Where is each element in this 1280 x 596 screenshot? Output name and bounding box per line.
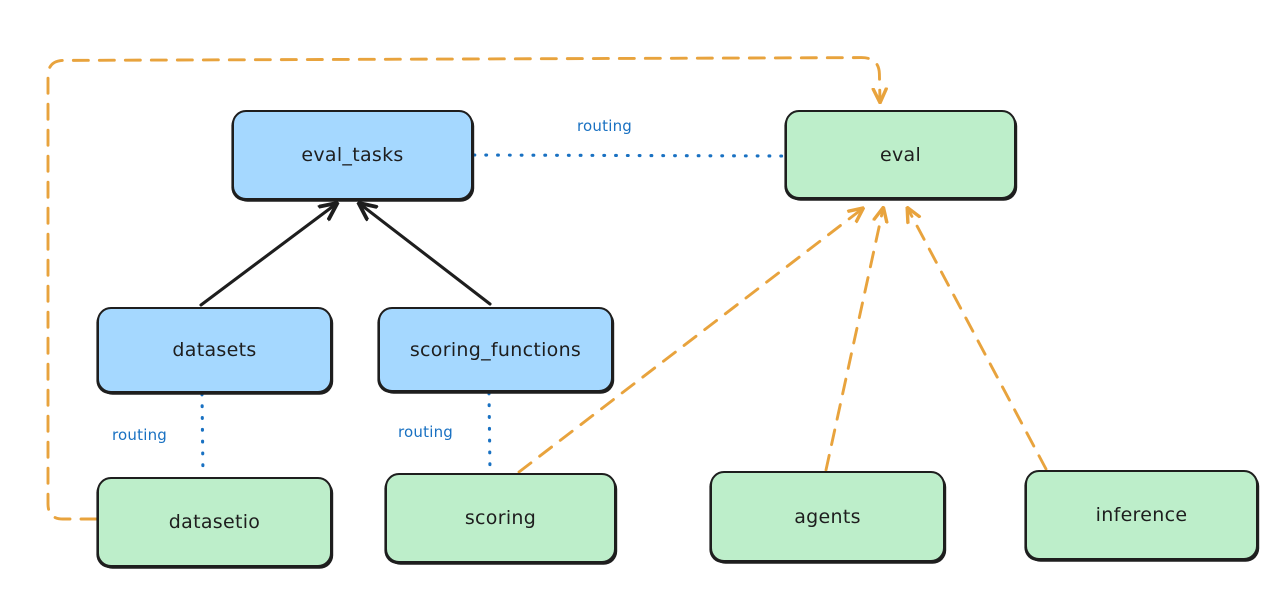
node-eval-tasks[interactable]: eval_tasks — [232, 110, 473, 200]
edge-label-routing-eval: routing — [577, 117, 632, 135]
node-datasets[interactable]: datasets — [97, 307, 332, 393]
node-scoring-functions-label: scoring_functions — [409, 338, 582, 361]
node-inference-label: inference — [1095, 504, 1188, 526]
edge-scoring-functions-to-eval-tasks — [360, 204, 492, 306]
node-eval-label: eval — [879, 143, 922, 166]
edge-datasetio-to-eval — [46, 56, 880, 521]
node-agents-label: agents — [794, 505, 861, 528]
node-eval-tasks-label: eval_tasks — [301, 144, 404, 166]
node-agents[interactable]: agents — [710, 471, 945, 562]
node-datasetio[interactable]: datasetio — [97, 477, 332, 567]
edge-eval-tasks-to-eval — [472, 153, 785, 158]
node-inference[interactable]: inference — [1025, 470, 1258, 560]
edge-scoring-functions-to-scoring — [487, 391, 492, 474]
edge-scoring-to-eval — [517, 209, 862, 474]
node-datasetio-label: datasetio — [168, 511, 261, 533]
edge-label-routing-scoring: routing — [398, 423, 453, 441]
node-scoring-functions[interactable]: scoring_functions — [378, 307, 613, 392]
node-scoring[interactable]: scoring — [385, 473, 616, 563]
node-scoring-label: scoring — [464, 507, 537, 529]
edge-datasets-to-datasetio — [200, 392, 205, 478]
node-datasets-label: datasets — [172, 339, 257, 361]
node-eval[interactable]: eval — [785, 110, 1016, 199]
edge-inference-to-eval — [908, 209, 1048, 471]
edge-datasets-to-eval-tasks — [199, 204, 336, 307]
edge-label-routing-datasetio: routing — [112, 426, 167, 444]
edge-agents-to-eval — [824, 209, 883, 472]
